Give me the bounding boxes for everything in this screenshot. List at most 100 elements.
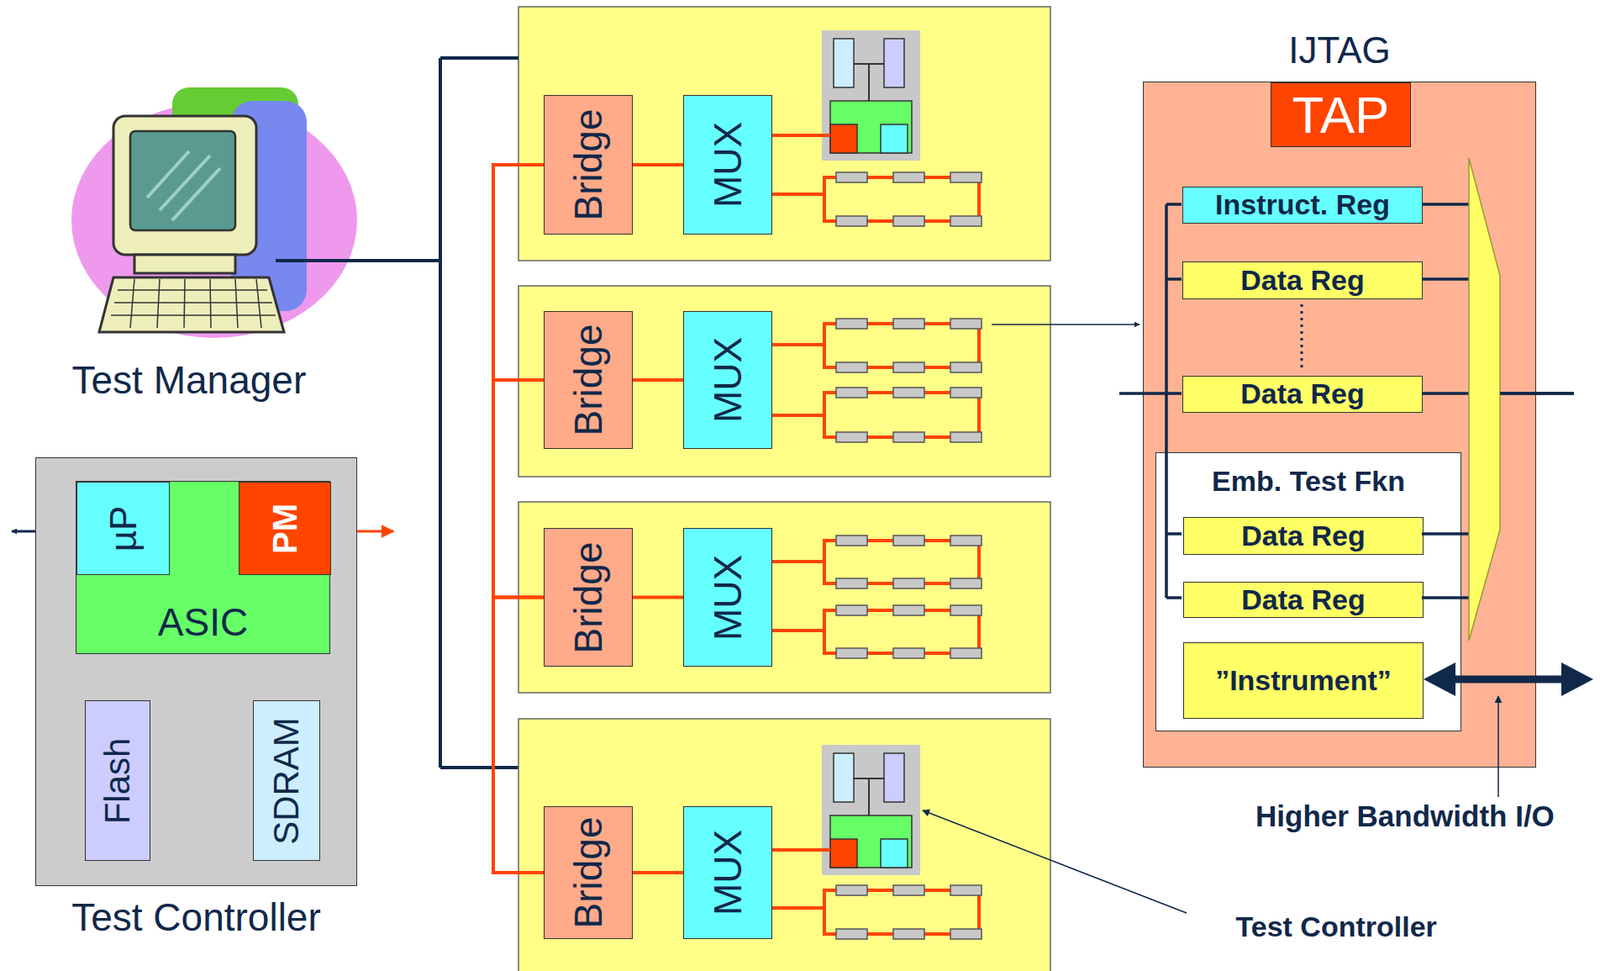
scan-cell: [950, 928, 982, 939]
scan-cell: [893, 647, 925, 658]
scan-cell: [893, 215, 925, 227]
scan-cell: [836, 605, 868, 616]
node-text: MUX: [705, 336, 751, 423]
scan-cell: [950, 362, 982, 373]
mini-pm: [830, 838, 858, 868]
scan-wire: [822, 175, 827, 223]
node-text: MUX: [705, 829, 751, 916]
scan-wire: [772, 905, 825, 910]
scan-wire: [822, 608, 827, 655]
register-box: Data Reg: [1182, 375, 1423, 413]
register-box: Data Reg: [1182, 261, 1423, 300]
connector: [493, 597, 544, 874]
register-bus: [1119, 204, 1574, 598]
scan-cell: [950, 578, 982, 589]
register-box: Instruct. Reg: [1182, 186, 1423, 224]
scan-wire: [822, 888, 827, 936]
bridge-box: Bridge: [543, 94, 633, 235]
scan-cell: [950, 431, 982, 443]
scan-cell: [950, 172, 982, 183]
scan-cell: [950, 884, 982, 895]
leader-line: [922, 810, 1187, 913]
node-text: Test Controller: [71, 894, 322, 940]
scan-cell: [950, 647, 982, 658]
mux-box: MUX: [683, 805, 773, 939]
scan-cell: [893, 172, 925, 183]
tdo-wire: [1500, 391, 1574, 395]
mini-asic: [830, 100, 912, 153]
scan-wire: [772, 133, 831, 137]
connector: [632, 870, 684, 874]
scan-cell: [893, 535, 925, 546]
connector: [632, 163, 684, 167]
node-text: Bridge: [566, 816, 611, 929]
scan-cell: [836, 431, 868, 443]
connector: [493, 164, 544, 380]
scan-cell: [836, 387, 868, 398]
scan-cell: [836, 647, 868, 658]
register-box: Data Reg: [1183, 581, 1424, 618]
node-text: MUX: [705, 553, 751, 640]
node-text: TAP: [1292, 84, 1390, 145]
node-text: Data Reg: [1241, 583, 1365, 616]
scan-cell: [893, 387, 925, 398]
node-text: Bridge: [566, 109, 611, 222]
ellipsis-dots: [1300, 304, 1304, 370]
scan-cell: [836, 884, 868, 895]
board-panel: [518, 718, 1051, 971]
board-panel: [518, 501, 1051, 693]
tap-box: TAP: [1270, 82, 1411, 148]
scan-wire: [772, 413, 825, 417]
connector: [632, 595, 684, 600]
scan-wire: [772, 847, 831, 852]
mux-box: MUX: [683, 94, 773, 235]
scan-cell: [836, 172, 868, 183]
scan-cell: [950, 387, 982, 398]
scan-cell: [893, 884, 925, 895]
node-text: Bridge: [566, 324, 611, 437]
pm-box: PM: [238, 481, 332, 575]
node-text: µP: [101, 505, 145, 552]
node-text: Data Reg: [1240, 263, 1364, 297]
computer-base: [134, 254, 236, 274]
zoom-arrow: [991, 323, 1140, 326]
mini-controller: [821, 744, 921, 875]
scan-cell: [893, 362, 925, 373]
screen-glare: [147, 151, 221, 221]
scan-cell: [893, 605, 925, 616]
scan-wire: [772, 192, 825, 196]
computer-screen: [130, 131, 236, 231]
scan-cell: [893, 431, 925, 443]
mini-memory: [833, 752, 854, 802]
mini-pm: [830, 124, 858, 153]
sdram-box: SDRAM: [252, 700, 321, 861]
leader-line: [1497, 695, 1500, 797]
node-text: IJTAG: [1288, 29, 1390, 73]
scan-cell: [950, 318, 982, 329]
scan-cell: [836, 362, 868, 373]
node-text: Instruct. Reg: [1215, 188, 1390, 222]
mini-memory: [833, 38, 854, 88]
node-text: ”Instrument”: [1215, 663, 1392, 697]
bridge-box: Bridge: [543, 805, 633, 939]
scan-cell: [950, 605, 982, 616]
scan-wire: [822, 390, 827, 439]
scan-cell: [950, 535, 982, 546]
processor-box: µP: [76, 481, 170, 575]
computer-keyboard: [99, 277, 285, 332]
caption-label: Test Controller: [1236, 910, 1437, 943]
controller-board: Test ControllerASICµPPMFlashSDRAM: [35, 457, 358, 886]
bridge-box: Bridge: [543, 310, 633, 449]
bandwidth-arrow: [1452, 675, 1564, 684]
scan-cell: [893, 928, 925, 939]
scan-wire: [822, 538, 827, 585]
scan-cell: [950, 215, 982, 227]
node-text: Flash: [97, 736, 138, 824]
bandwidth-arrow-head: [1561, 662, 1594, 696]
scan-wire: [772, 559, 825, 564]
output-mux: [1468, 157, 1500, 641]
mini-asic: [830, 815, 912, 868]
manager-wire: [275, 57, 834, 768]
scan-cell: [836, 215, 868, 227]
computer-monitor: [113, 115, 257, 255]
